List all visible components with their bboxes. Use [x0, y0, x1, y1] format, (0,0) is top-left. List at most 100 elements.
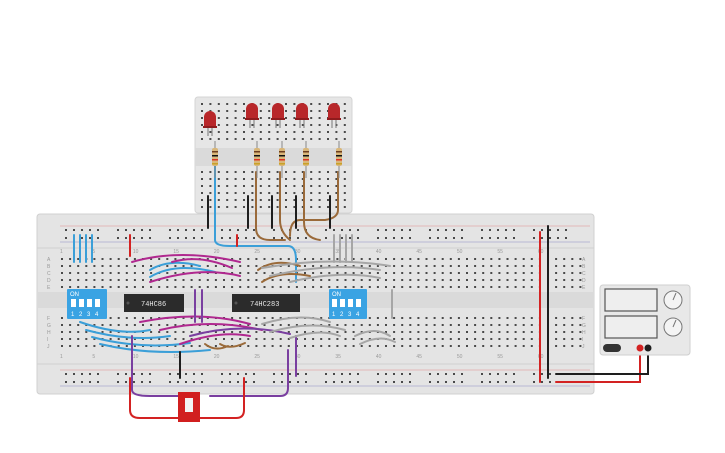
breadboard-hole	[318, 192, 321, 194]
breadboard-hole	[247, 338, 250, 340]
breadboard-hole	[295, 324, 298, 326]
breadboard-hole	[109, 338, 112, 340]
dip-switch-right-toggles[interactable]	[332, 299, 361, 307]
breadboard-hole	[417, 331, 420, 333]
breadboard-hole	[327, 185, 329, 187]
breadboard-hole	[243, 171, 245, 173]
breadboard-hole	[198, 286, 201, 288]
rail-hole	[377, 229, 379, 231]
breadboard-hole	[209, 171, 212, 173]
breadboard-hole	[117, 258, 120, 260]
rail-hole	[289, 237, 291, 239]
breadboard-hole	[166, 324, 169, 326]
breadboard-hole	[247, 258, 250, 260]
breadboard-hole	[243, 110, 245, 112]
breadboard-hole	[368, 286, 371, 288]
positive-terminal[interactable]	[636, 344, 644, 352]
breadboard-hole	[166, 338, 169, 340]
breadboard-hole	[255, 272, 258, 274]
breadboard-hole	[425, 265, 428, 267]
breadboard-hole	[293, 178, 296, 180]
rail-hole	[445, 381, 447, 383]
breadboard-hole	[304, 345, 306, 347]
breadboard-hole	[234, 192, 237, 194]
breadboard-hole	[449, 345, 452, 347]
breadboard-hole	[327, 192, 329, 194]
rail-hole	[489, 373, 491, 375]
breadboard-hole	[555, 272, 558, 274]
breadboard-hole	[506, 345, 509, 347]
breadboard-hole	[234, 110, 237, 112]
breadboard-hole	[490, 331, 493, 333]
breadboard-hole	[271, 258, 274, 260]
breadboard-hole	[327, 138, 329, 140]
breadboard-hole	[125, 279, 128, 281]
breadboard-hole	[61, 338, 63, 340]
breadboard-hole	[506, 324, 509, 326]
breadboard-hole	[344, 286, 347, 288]
column-number: 35	[335, 249, 341, 255]
rail-hole	[141, 229, 143, 231]
breadboard-hole	[466, 317, 468, 319]
rail-hole	[377, 381, 379, 383]
column-number: 25	[254, 249, 260, 255]
breadboard-hole	[247, 286, 250, 288]
breadboard-hole	[312, 338, 315, 340]
breadboard-hole	[271, 279, 274, 281]
breadboard-hole	[239, 279, 242, 281]
breadboard-hole	[287, 286, 290, 288]
breadboard-hole	[490, 345, 493, 347]
breadboard-hole	[259, 199, 262, 201]
rail-hole	[201, 229, 203, 231]
dip-switch-right[interactable]: ON 1 2 3 4	[329, 289, 367, 319]
breadboard-hole	[376, 286, 379, 288]
breadboard-hole	[522, 258, 525, 260]
breadboard-hole	[563, 286, 566, 288]
breadboard-hole	[125, 317, 128, 319]
breadboard-hole	[312, 286, 315, 288]
breadboard-hole	[231, 265, 234, 267]
breadboard-hole	[234, 124, 237, 126]
breadboard-hole	[301, 124, 304, 126]
breadboard-hole	[401, 331, 404, 333]
dip-switch-left-toggles[interactable]	[71, 299, 100, 307]
rail-hole	[497, 229, 499, 231]
led-array	[203, 103, 341, 136]
breadboard-hole	[263, 324, 266, 326]
row-letter: E	[582, 285, 586, 291]
breadboard-hole	[69, 324, 72, 326]
breadboard-hole	[243, 138, 245, 140]
rail-hole	[281, 381, 283, 383]
breadboard-hole	[417, 324, 420, 326]
breadboard-hole	[344, 279, 347, 281]
breadboard-hole	[409, 338, 412, 340]
breadboard-hole	[312, 265, 315, 267]
power-toggle[interactable]	[603, 344, 621, 352]
rail-hole	[505, 237, 507, 239]
breadboard-hole	[449, 286, 452, 288]
breadboard-hole	[344, 345, 347, 347]
breadboard-hole	[117, 286, 120, 288]
row-letter: B	[582, 264, 586, 270]
breadboard-hole	[109, 272, 112, 274]
breadboard-hole	[368, 345, 371, 347]
breadboard-hole	[328, 338, 331, 340]
breadboard-hole	[209, 206, 212, 208]
breadboard-hole	[344, 338, 347, 340]
slide-switch[interactable]	[178, 392, 200, 422]
breadboard-hole	[234, 199, 237, 201]
breadboard-hole	[226, 178, 229, 180]
breadboard-hole	[327, 206, 329, 208]
rail-hole	[289, 381, 291, 383]
breadboard-hole	[310, 192, 313, 194]
breadboard-hole	[259, 171, 262, 173]
breadboard-hole	[385, 279, 387, 281]
breadboard-hole	[474, 258, 477, 260]
breadboard-hole	[506, 317, 509, 319]
breadboard-hole	[182, 286, 185, 288]
breadboard-hole	[425, 272, 428, 274]
resistor	[254, 141, 260, 178]
breadboard-hole	[482, 279, 485, 281]
negative-terminal[interactable]	[644, 344, 652, 352]
dip-switch-left[interactable]: ON 1 2 3 4	[67, 289, 107, 319]
